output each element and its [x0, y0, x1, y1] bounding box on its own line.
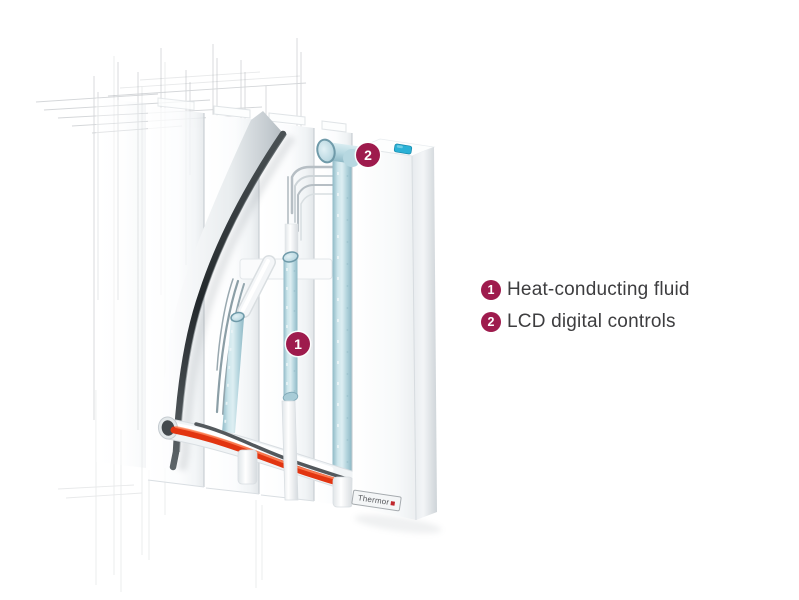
cut-edge-shadow: [177, 134, 296, 471]
end-cap-side-face: [412, 147, 437, 520]
lcd-display: [393, 143, 413, 155]
legend: 1 Heat-conducting fluid 2 LCD digital co…: [481, 279, 690, 343]
legend-badge-1: 1: [481, 280, 501, 300]
legend-item-lcd-digital-controls: 2 LCD digital controls: [481, 311, 690, 333]
heat-fluid-tube-middle: [282, 251, 299, 403]
brand-logo-text: Thermor: [357, 492, 390, 507]
legend-badge-2: 2: [481, 312, 501, 332]
legend-label-1: Heat-conducting fluid: [507, 279, 690, 300]
legend-item-heat-conducting-fluid: 1 Heat-conducting fluid: [481, 279, 690, 301]
end-cap-front-face: [352, 148, 416, 520]
ground-shadow: [354, 514, 442, 534]
callout-marker-2-number: 2: [364, 147, 372, 163]
callout-marker-1-number: 1: [294, 336, 302, 352]
end-cap: [352, 138, 437, 521]
legend-label-2: LCD digital controls: [507, 311, 676, 332]
cut-blade-edge: [169, 130, 287, 471]
callout-marker-1: 1: [286, 332, 310, 356]
callout-marker-2: 2: [356, 143, 380, 167]
heat-fluid-tube-left: [222, 311, 245, 433]
brand-logo-mark-icon: [390, 500, 396, 506]
white-pipes-upper: [237, 223, 299, 318]
